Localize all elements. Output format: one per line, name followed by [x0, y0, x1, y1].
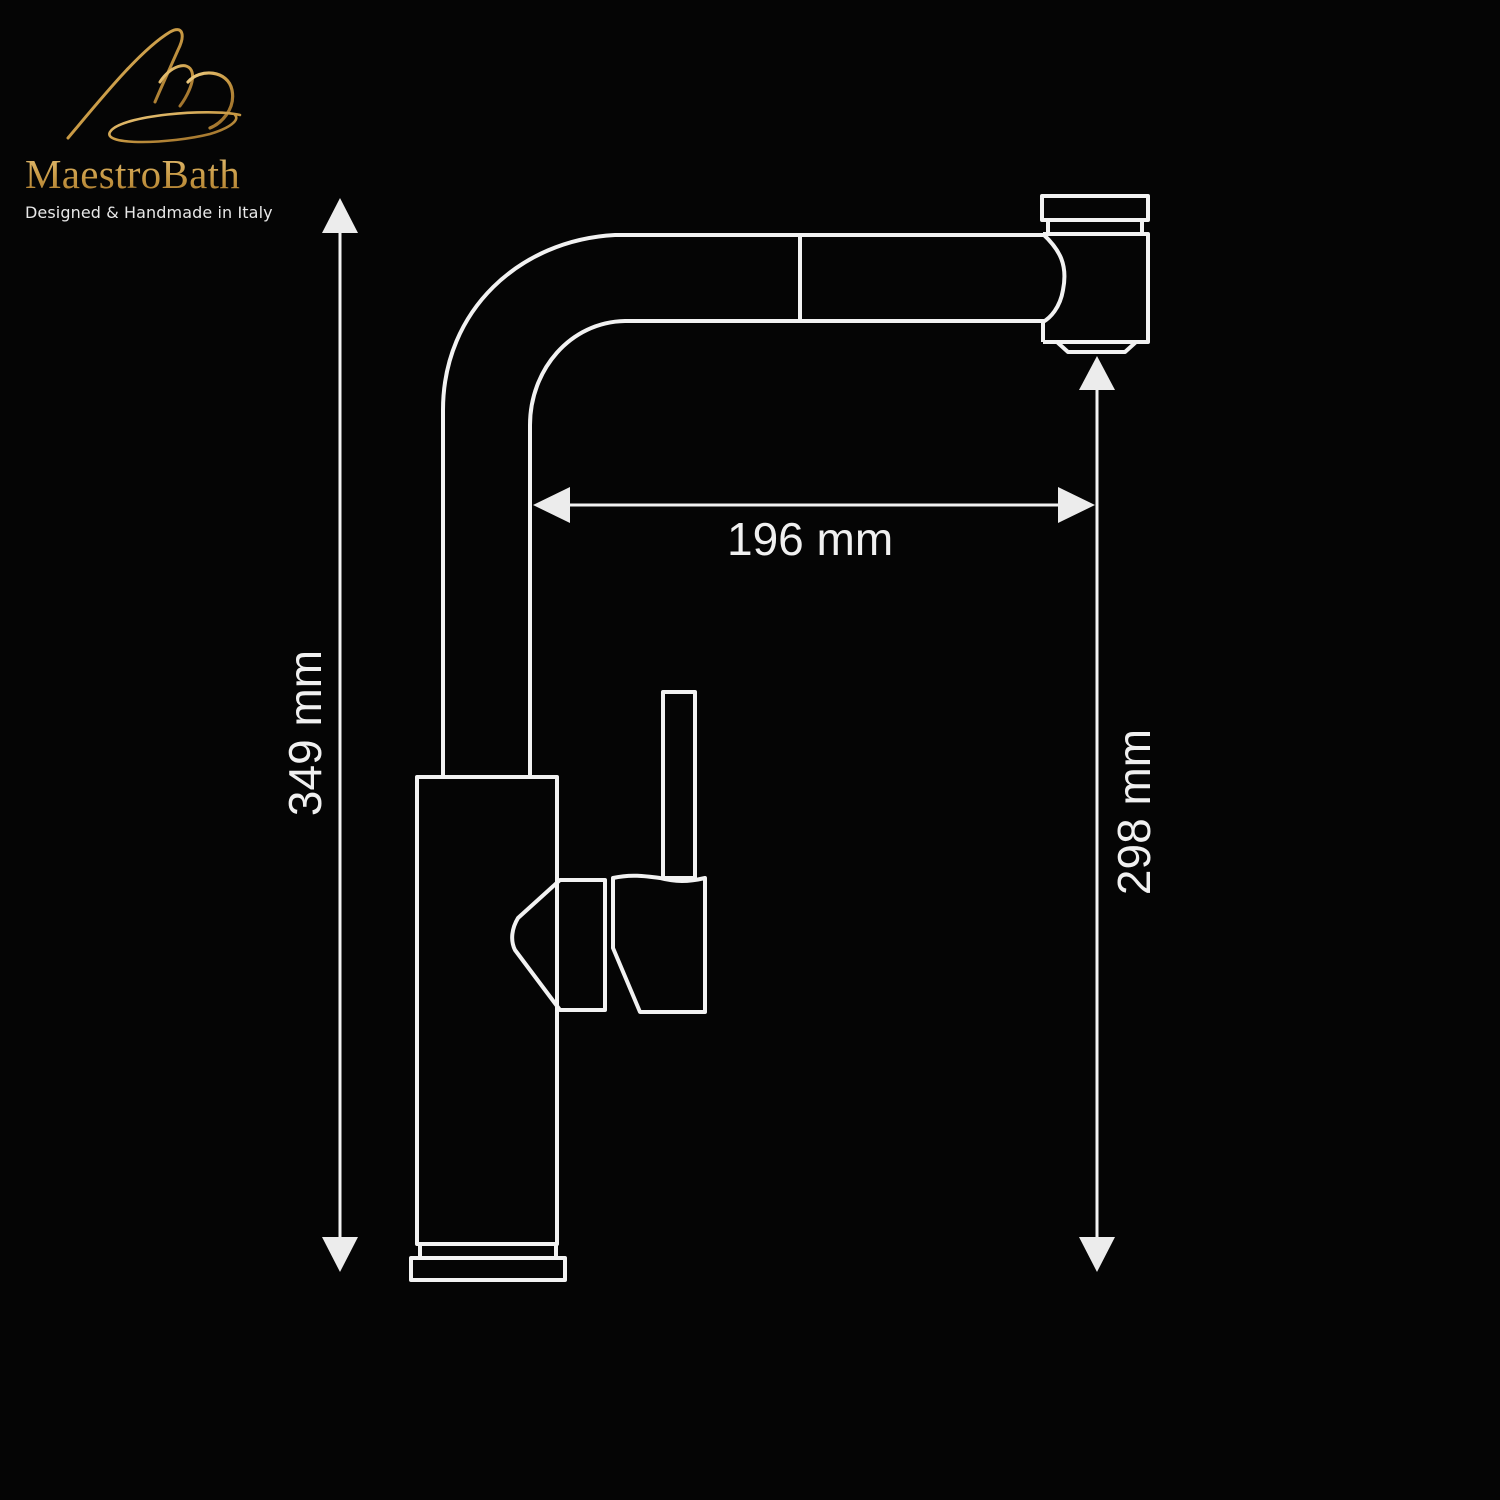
spout-outer-contour [441, 233, 1045, 777]
dimension-label-spout-height: 298 mm [1108, 728, 1160, 896]
arrow-down-icon [1079, 1237, 1115, 1272]
arrow-right-icon [1058, 487, 1095, 523]
cartridge-housing [510, 878, 607, 1012]
arrow-left-icon [533, 487, 570, 523]
faucet-body [415, 775, 559, 1246]
lever-stem [661, 690, 697, 880]
arrow-up-icon [1079, 356, 1115, 390]
dimension-total-height [322, 198, 358, 1272]
spray-head [1040, 194, 1150, 354]
brand-tagline: Designed & Handmade in Italy [25, 203, 273, 222]
arrow-up-icon [322, 198, 358, 233]
dimension-label-total-height: 349 mm [279, 649, 331, 817]
dimension-spout-height [1079, 356, 1115, 1272]
lever-handle [611, 873, 707, 1014]
base-plate [409, 1256, 567, 1282]
brand-logo: MaestroBath Designed & Handmade in Italy [0, 0, 320, 240]
arrow-down-icon [322, 1237, 358, 1272]
spout-inner-contour [528, 319, 1045, 777]
dimension-spout-reach [533, 487, 1095, 523]
dimension-label-reach: 196 mm [727, 513, 894, 565]
script-m-logo-icon [66, 28, 242, 144]
brand-name: MaestroBath [25, 151, 241, 197]
